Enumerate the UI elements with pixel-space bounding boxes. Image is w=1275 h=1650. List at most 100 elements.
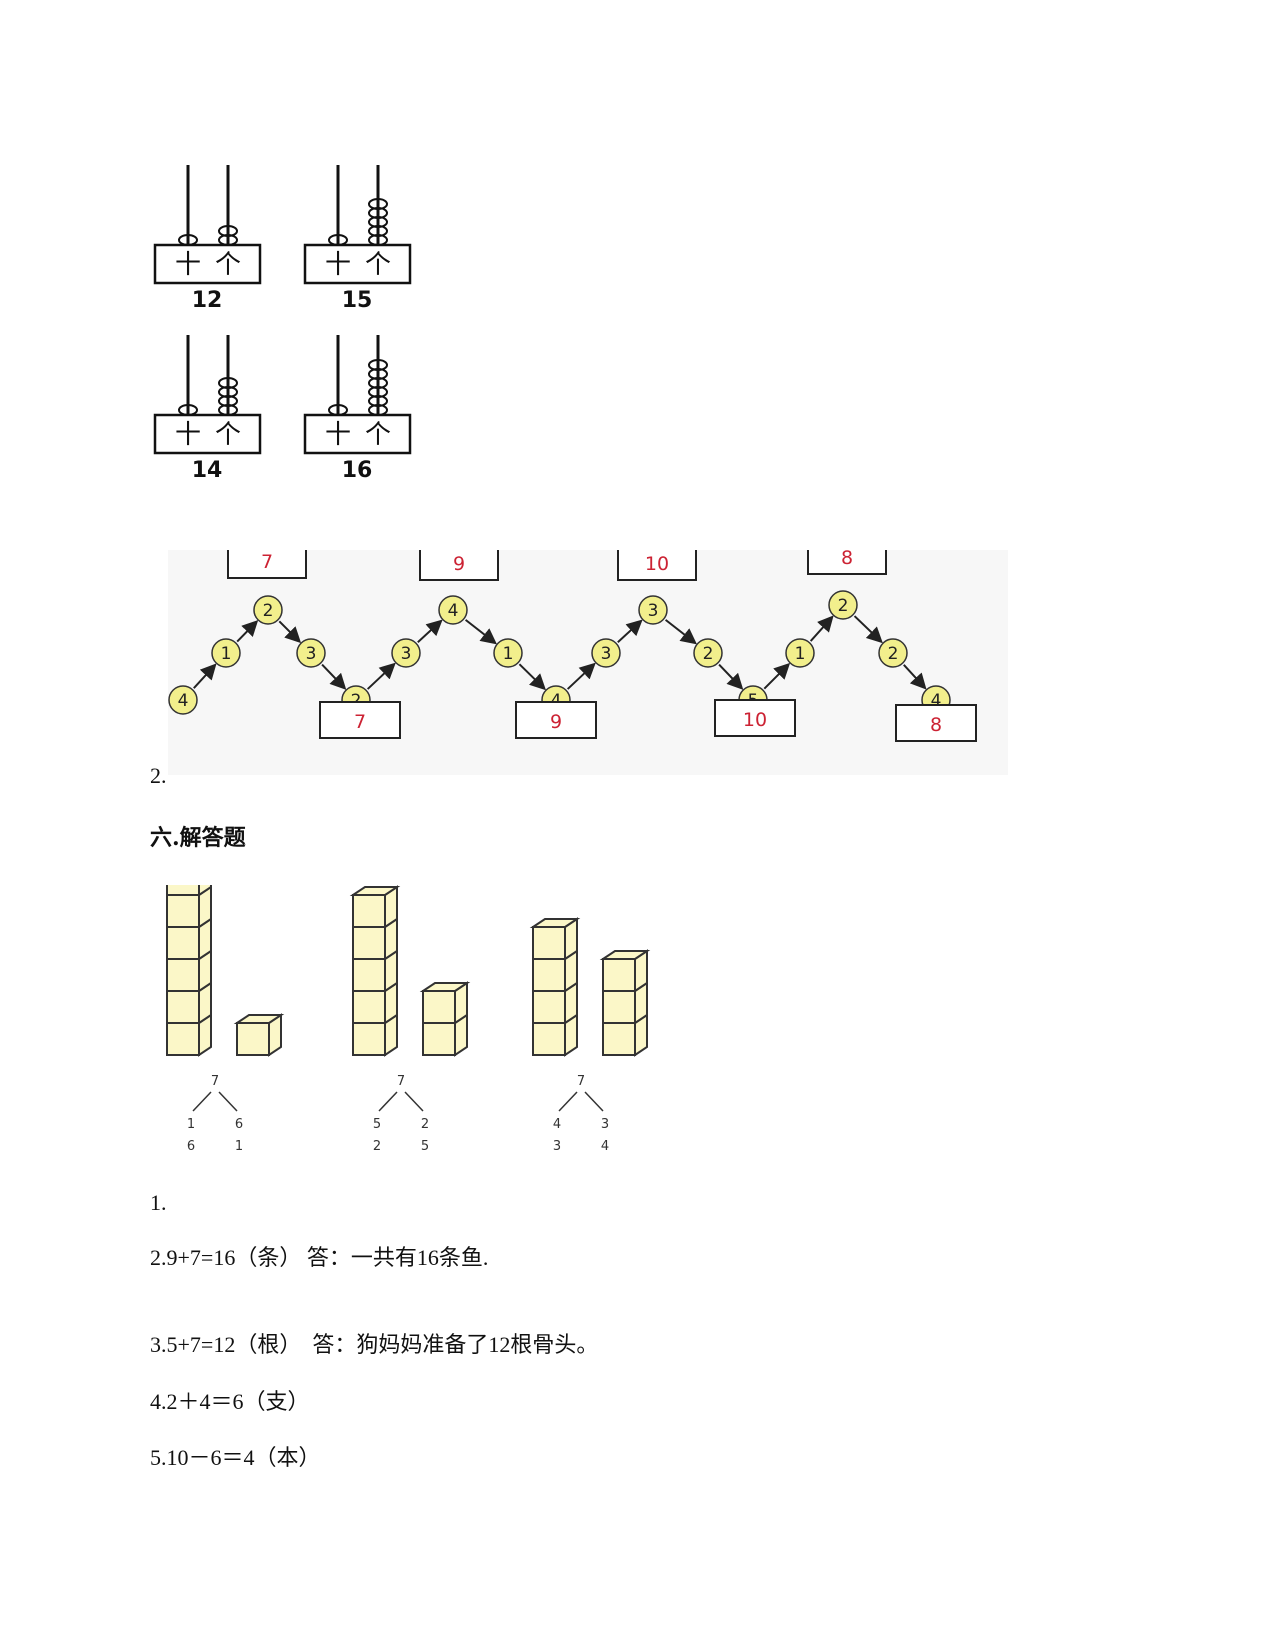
cube-front — [422, 990, 456, 1024]
chain-top-box-number: 7 — [261, 551, 273, 573]
chain-top-box — [807, 550, 887, 575]
chain-arrow — [763, 662, 791, 690]
cube-front — [166, 1022, 200, 1056]
chain-bottom-box — [319, 701, 401, 739]
chain-arrow — [853, 615, 883, 644]
cube-front — [602, 958, 636, 992]
chain-top-box — [617, 550, 697, 581]
chain-arrow — [236, 620, 259, 643]
cube-front — [352, 1022, 386, 1056]
chain-circle-number: 3 — [648, 601, 659, 621]
chain-circle — [168, 685, 198, 715]
chain-bottom-box-number: 8 — [930, 714, 942, 736]
decomp-right-number: 2 — [421, 1117, 429, 1132]
abacus-frame — [153, 413, 262, 455]
abacus-item: 十个 16 — [303, 335, 412, 483]
decomp-branch — [584, 1091, 604, 1112]
section-heading: 六.解答题 — [150, 825, 246, 851]
cube-front — [352, 958, 386, 992]
chain-circle — [438, 595, 468, 625]
cube-front — [352, 894, 386, 928]
chain-circle — [253, 595, 283, 625]
chain-top-box-number: 8 — [841, 550, 853, 569]
chain-arrow — [617, 619, 643, 643]
decomp-top-number: 7 — [577, 1074, 585, 1089]
chain-arrow — [518, 663, 546, 691]
chain-circle-number: 4 — [931, 691, 942, 711]
abacus-bead — [218, 225, 238, 237]
chain-circle-number: 2 — [263, 601, 274, 621]
cube-top — [233, 1014, 285, 1024]
decomp-left-number: 3 — [553, 1139, 561, 1154]
cube-front — [166, 885, 200, 896]
cube-front — [166, 894, 200, 928]
decomp-right-number: 6 — [235, 1117, 243, 1132]
blocks-item-number: 1. — [150, 1190, 167, 1215]
abacus-item: 十个 14 — [153, 335, 262, 483]
abacus-number-label: 12 — [192, 288, 223, 313]
decomp-branch — [378, 1091, 398, 1112]
chain-arrow — [278, 620, 302, 644]
chain-arrow — [718, 663, 744, 690]
decomp-left-number: 4 — [553, 1117, 561, 1132]
chain-bottom-box — [714, 699, 796, 737]
answer-2: 2.9+7=16（条） 答：一共有16条鱼. — [150, 1245, 489, 1270]
chain-circle — [211, 638, 241, 668]
cube-front — [422, 1022, 456, 1056]
decomp-branch — [558, 1091, 578, 1112]
chain-circle — [785, 638, 815, 668]
chain-arrow — [664, 619, 697, 645]
abacus-frame — [153, 243, 262, 285]
chain-circle-number: 3 — [401, 644, 412, 664]
decomp-left-number: 6 — [187, 1139, 195, 1154]
chain-top-box — [419, 550, 499, 581]
cube-front — [166, 990, 200, 1024]
abacus-number-label: 15 — [342, 288, 373, 313]
chain-bottom-box — [895, 704, 977, 742]
cube-top — [529, 918, 581, 928]
chain-circle — [693, 638, 723, 668]
chain-circle-number: 4 — [448, 601, 459, 621]
abacus-place-ones: 个 — [215, 420, 241, 450]
abacus-place-tens: 十 — [325, 420, 351, 450]
abacus-item: 十个 12 — [153, 165, 262, 313]
abacus-place-ones: 个 — [215, 250, 241, 280]
chain-circle — [828, 590, 858, 620]
abacus-place-tens: 十 — [175, 250, 201, 280]
chain-circle-number: 3 — [601, 644, 612, 664]
chain-arrow — [366, 662, 396, 690]
abacus-bead — [368, 359, 388, 371]
abacus-figure: 十个12十个15十个14十个16 — [153, 165, 412, 483]
decomp-top-number: 7 — [397, 1074, 405, 1089]
chain-circle-number: 1 — [503, 644, 514, 664]
chain-circle-number: 1 — [221, 644, 232, 664]
decomp-right-number: 1 — [235, 1139, 243, 1154]
abacus-number-label: 16 — [342, 458, 373, 483]
decomp-left-number: 5 — [373, 1117, 381, 1132]
decomp-branch — [218, 1091, 238, 1112]
cube-front — [532, 926, 566, 960]
cube-front — [236, 1022, 270, 1056]
abacus-place-tens: 十 — [175, 420, 201, 450]
chain-arrow — [321, 663, 347, 690]
chain-top-box-number: 9 — [453, 553, 465, 575]
cube-top — [599, 950, 651, 960]
chain-circle — [391, 638, 421, 668]
chain-bottom-box-number: 10 — [743, 709, 767, 731]
decomp-left-number: 1 — [187, 1117, 195, 1132]
chain-bottom-box-number: 9 — [550, 711, 562, 733]
cube-front — [166, 958, 200, 992]
answer-4: 4.2＋4＝6（支） — [150, 1389, 310, 1414]
cube-front — [352, 990, 386, 1024]
number-chain-figure: 412323414332512247910879108 — [168, 550, 1008, 775]
abacus-number-label: 14 — [192, 458, 223, 483]
chain-circle — [493, 638, 523, 668]
abacus-place-ones: 个 — [365, 420, 391, 450]
chain-top-box-number: 10 — [645, 553, 669, 575]
decomp-right-number: 3 — [601, 1117, 609, 1132]
cube-front — [352, 926, 386, 960]
decomp-right-number: 5 — [421, 1139, 429, 1154]
abacus-bead — [368, 198, 388, 210]
